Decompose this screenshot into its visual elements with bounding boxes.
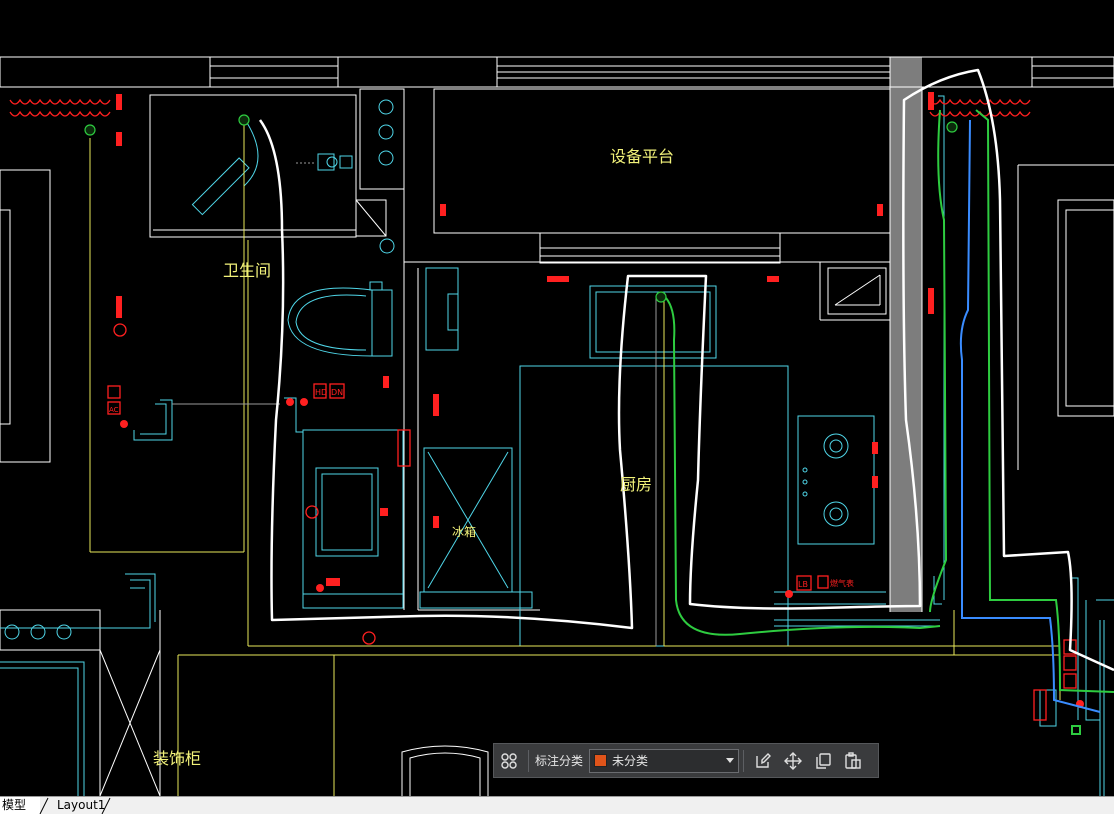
tag-lb: LB xyxy=(798,580,808,589)
annotation-toolbar: 标注分类 未分类 xyxy=(493,743,879,778)
category-color-swatch xyxy=(594,754,608,767)
label-kitchen: 厨房 xyxy=(620,475,652,494)
pipe-runs xyxy=(665,109,1114,735)
move-icon[interactable] xyxy=(778,744,808,777)
fixtures xyxy=(0,95,1114,796)
tab-layout1[interactable]: Layout1 xyxy=(57,798,106,812)
chevron-down-icon xyxy=(726,758,735,763)
tag-ac: AC xyxy=(109,406,119,414)
label-cabinet: 装饰柜 xyxy=(153,749,201,768)
layout-tab-bar: 模型 Layout1 xyxy=(0,796,1114,814)
walls xyxy=(0,56,1114,796)
electrical-symbols xyxy=(9,98,1077,721)
tab-model[interactable]: 模型 xyxy=(0,797,40,814)
paste-icon[interactable] xyxy=(838,744,868,777)
guide-lines xyxy=(89,124,1061,796)
grid-icon[interactable] xyxy=(494,744,524,777)
label-platform: 设备平台 xyxy=(610,147,674,166)
cad-drawing-canvas[interactable]: 设备平台 卫生间 厨房 冰箱 装饰柜 HD DN AC LB 燃气表 xyxy=(0,0,1114,796)
copy-icon[interactable] xyxy=(808,744,838,777)
label-fridge: 冰箱 xyxy=(452,524,476,539)
markup-strokes xyxy=(258,68,1114,672)
category-selected-value: 未分类 xyxy=(612,754,649,768)
tag-hd: HD xyxy=(315,388,327,397)
edit-icon[interactable] xyxy=(748,744,778,777)
tag-gas: 燃气表 xyxy=(830,578,854,588)
category-dropdown[interactable]: 未分类 xyxy=(589,748,740,773)
tag-dn: DN xyxy=(331,388,343,397)
label-bathroom: 卫生间 xyxy=(223,261,271,280)
category-label: 标注分类 xyxy=(535,754,584,768)
